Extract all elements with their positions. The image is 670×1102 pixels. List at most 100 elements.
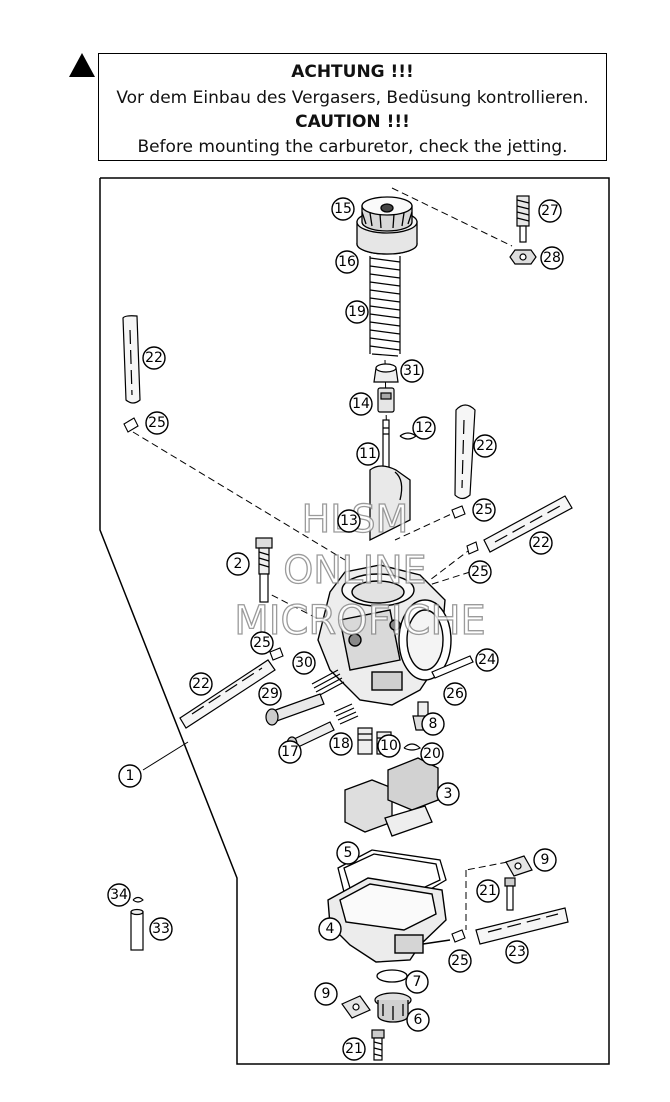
callout-22: 22 <box>189 672 213 696</box>
svg-text:18: 18 <box>332 736 350 752</box>
callout-9: 9 <box>314 982 338 1006</box>
hose-clips-25 <box>123 417 479 943</box>
carburetor-body-1 <box>317 564 452 706</box>
vent-hose-22-left <box>122 315 141 404</box>
callout-22: 22 <box>473 434 497 458</box>
clip-34 <box>132 896 144 903</box>
callout-20: 20 <box>420 742 444 766</box>
svg-text:30: 30 <box>295 655 313 671</box>
caution-box: ACHTUNG !!! Vor dem Einbau des Vergasers… <box>98 53 607 161</box>
svg-text:23: 23 <box>508 944 526 960</box>
needle-clip-12 <box>399 432 418 440</box>
svg-text:22: 22 <box>145 350 163 366</box>
idle-screw-29 <box>265 693 325 726</box>
pin-33 <box>130 908 144 951</box>
svg-text:6: 6 <box>414 1012 423 1028</box>
callout-23: 23 <box>505 940 529 964</box>
callout-14: 14 <box>349 392 373 416</box>
svg-text:21: 21 <box>345 1041 363 1057</box>
vent-hose-22-right <box>454 404 476 500</box>
vent-hose-22-lower <box>179 659 276 729</box>
svg-text:11: 11 <box>359 446 377 462</box>
callout-7: 7 <box>405 970 429 994</box>
nut-28 <box>509 249 537 265</box>
needle-holder-14 <box>377 387 395 413</box>
svg-text:1: 1 <box>126 768 135 784</box>
callout-34: 34 <box>107 883 131 907</box>
svg-text:21: 21 <box>479 883 497 899</box>
overflow-hose-23 <box>475 907 569 945</box>
callout-19: 19 <box>345 300 369 324</box>
svg-text:9: 9 <box>322 986 331 1002</box>
bracket-9-upper <box>505 855 533 877</box>
callout-11: 11 <box>356 442 380 466</box>
callout-26: 26 <box>443 682 467 706</box>
svg-text:26: 26 <box>446 686 464 702</box>
callout-6: 6 <box>406 1008 430 1032</box>
spring-18 <box>333 703 359 725</box>
washer-20 <box>403 743 422 751</box>
callout-9: 9 <box>533 848 557 872</box>
svg-text:25: 25 <box>148 415 166 431</box>
svg-text:5: 5 <box>344 845 353 861</box>
caution-heading-de: ACHTUNG !!! <box>291 62 414 82</box>
diagram-frame <box>99 177 610 1065</box>
svg-text:15: 15 <box>334 201 352 217</box>
slide-spring <box>369 256 401 357</box>
callout-25: 25 <box>145 411 169 435</box>
callout-21: 21 <box>342 1037 366 1061</box>
callout-8: 8 <box>421 712 445 736</box>
callout-25: 25 <box>468 560 492 584</box>
callout-3: 3 <box>436 782 460 806</box>
svg-text:13: 13 <box>340 513 358 529</box>
callout-16: 16 <box>335 250 359 274</box>
carb-top-cap <box>356 196 418 255</box>
drain-plug-6 <box>374 992 412 1023</box>
callout-29: 29 <box>258 682 282 706</box>
callout-27: 27 <box>538 199 562 223</box>
svg-text:17: 17 <box>281 744 299 760</box>
spring-30 <box>311 669 345 697</box>
svg-text:14: 14 <box>352 396 370 412</box>
watermark-line-3: MICROFICHE <box>234 598 486 644</box>
jet-18 <box>357 727 373 755</box>
caution-text-de: Vor dem Einbau des Vergasers, Bedüsung k… <box>116 88 589 108</box>
vent-hose-22-diag <box>483 495 573 553</box>
callout-4: 4 <box>318 917 342 941</box>
svg-text:2: 2 <box>234 556 243 572</box>
watermark-line-2: ONLINE <box>283 548 426 592</box>
svg-text:25: 25 <box>451 953 469 969</box>
bracket-9-lower <box>341 995 371 1019</box>
pin-24 <box>431 655 474 679</box>
svg-text:12: 12 <box>415 420 433 436</box>
svg-text:25: 25 <box>253 635 271 651</box>
callout-25: 25 <box>448 949 472 973</box>
screw-21-upper <box>504 877 516 911</box>
callout-22: 22 <box>142 346 166 370</box>
callout-33: 33 <box>149 917 173 941</box>
callout-15: 15 <box>331 197 355 221</box>
svg-text:28: 28 <box>543 250 561 266</box>
o-ring-7 <box>376 969 408 983</box>
svg-text:22: 22 <box>532 535 550 551</box>
svg-text:31: 31 <box>403 363 421 379</box>
callout-28: 28 <box>540 246 564 270</box>
callout-13: 13 <box>337 509 361 533</box>
warning-triangle-icon <box>69 53 95 77</box>
svg-text:20: 20 <box>423 746 441 762</box>
caution-heading-en: CAUTION !!! <box>295 112 410 132</box>
svg-text:4: 4 <box>326 921 335 937</box>
throttle-slide-13 <box>369 465 411 542</box>
svg-text:25: 25 <box>475 502 493 518</box>
callout-25: 25 <box>250 631 274 655</box>
float-bowl-4 <box>327 877 451 963</box>
svg-text:27: 27 <box>541 203 559 219</box>
callout-21: 21 <box>476 879 500 903</box>
svg-text:10: 10 <box>380 738 398 754</box>
callout-5: 5 <box>336 841 360 865</box>
svg-text:7: 7 <box>413 974 422 990</box>
callout-17: 17 <box>278 740 302 764</box>
callout-24: 24 <box>475 648 499 672</box>
adjust-screw-27 <box>516 195 530 243</box>
